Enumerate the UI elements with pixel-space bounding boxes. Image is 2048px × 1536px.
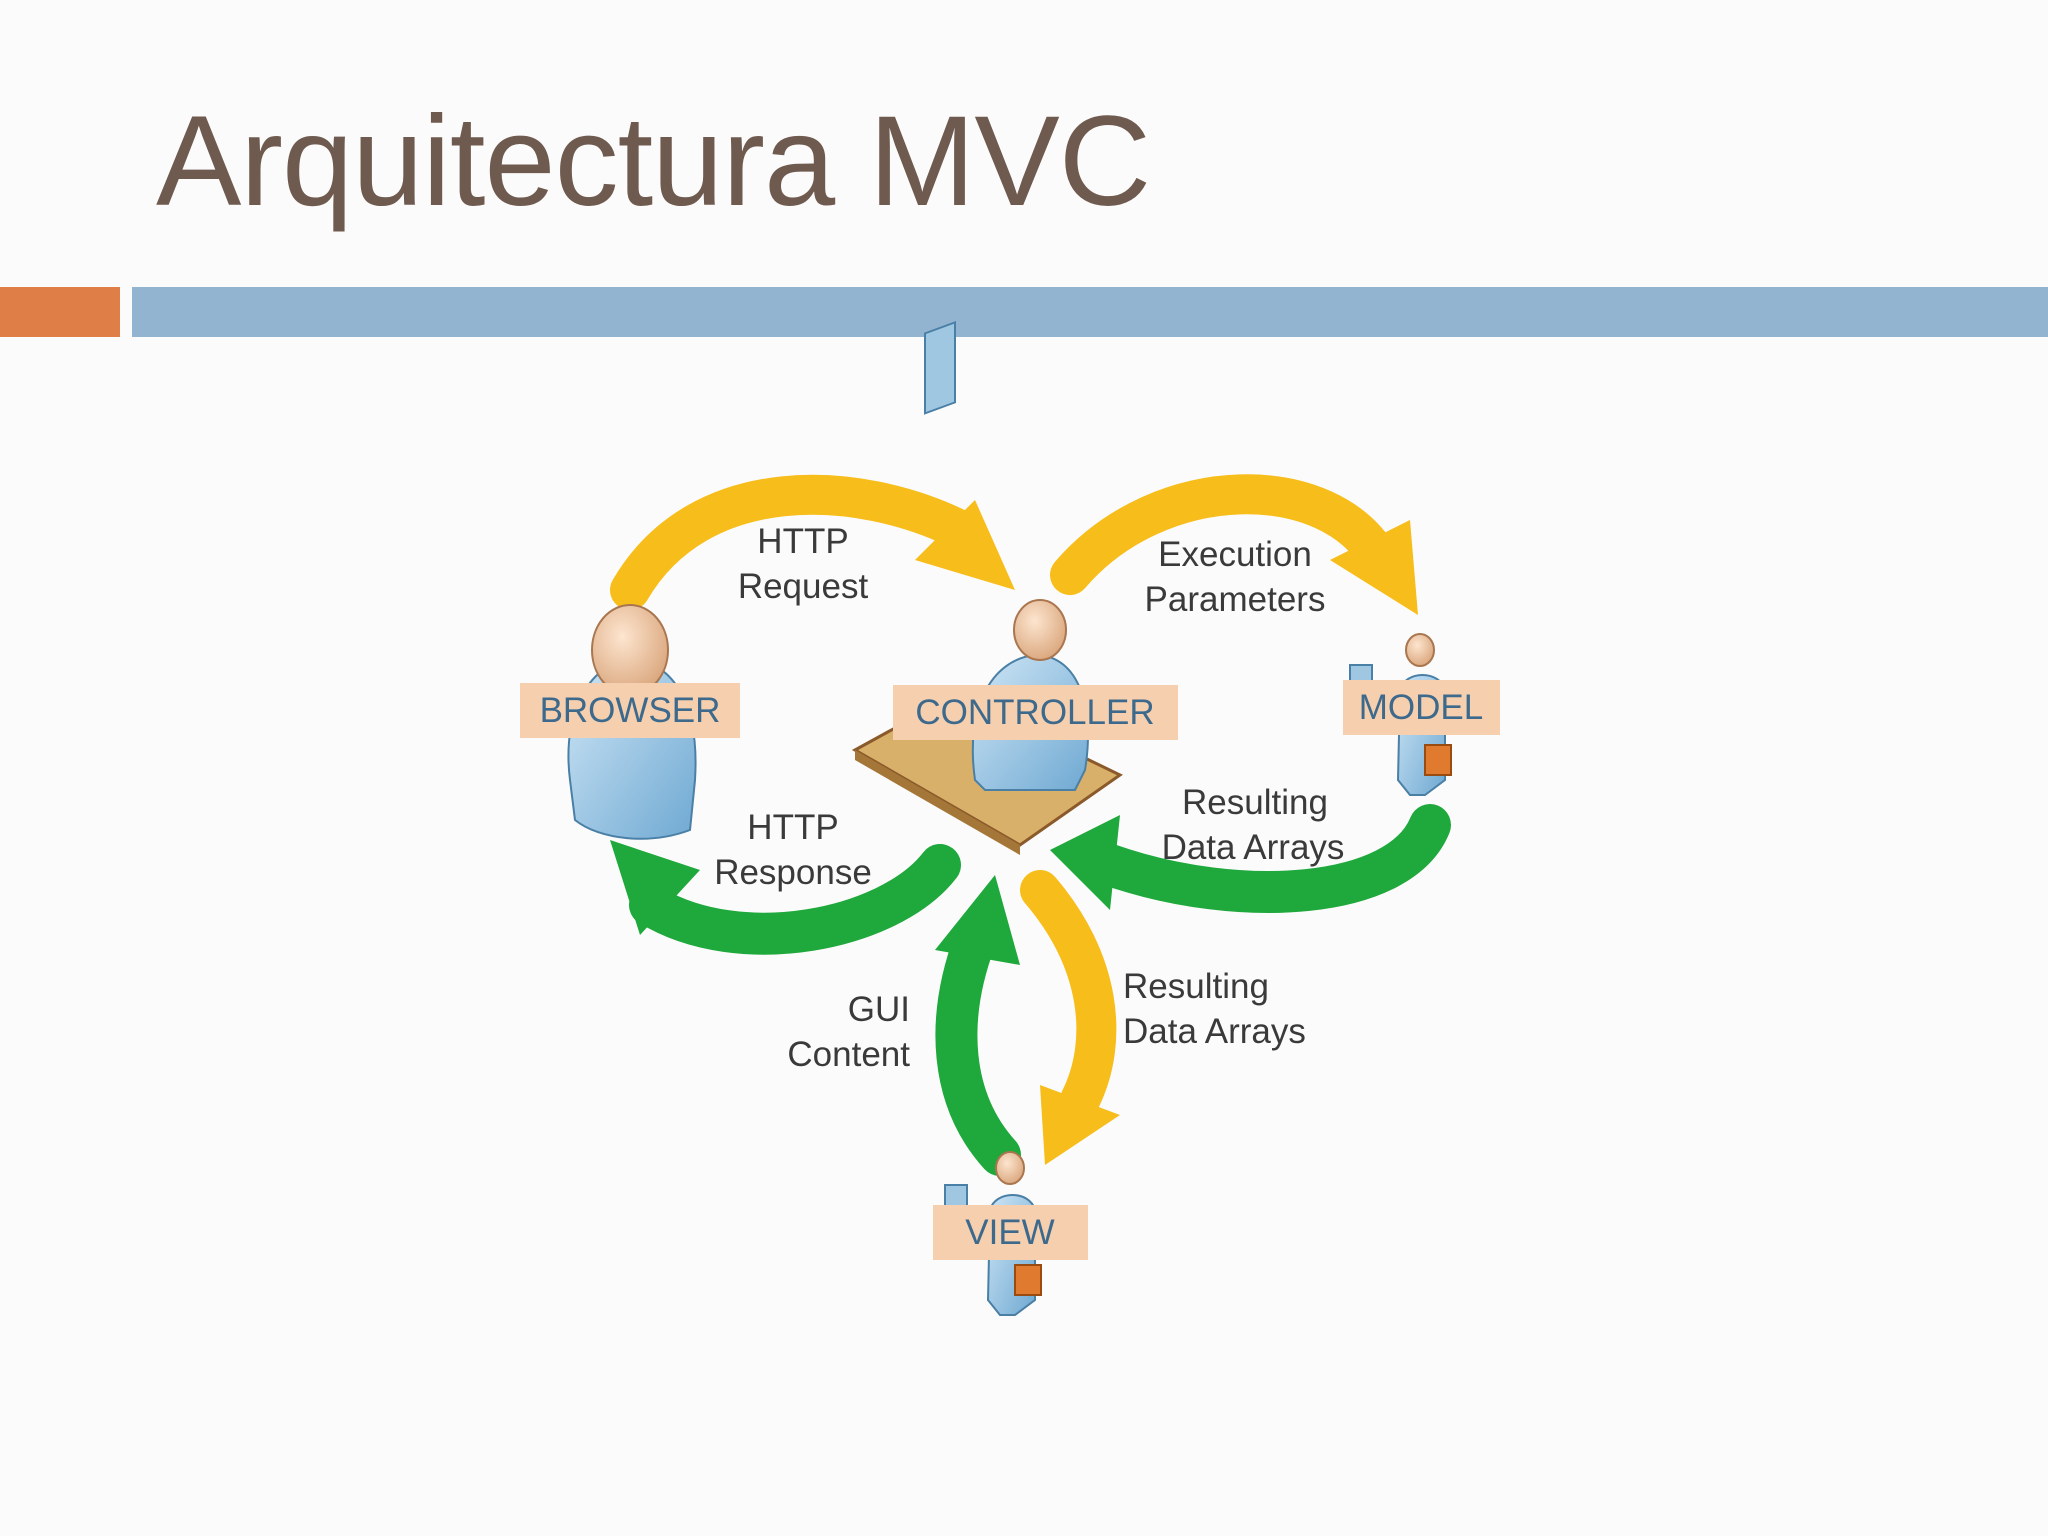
http-request-label-line2: Request [738, 567, 869, 606]
model-label-box [1343, 680, 1500, 735]
resulting-data-model-label: Resulting Data Arrays [1162, 783, 1345, 867]
resulting-data-view-label: Resulting Data Arrays [1123, 967, 1306, 1051]
arrow-http-request [610, 474, 1015, 610]
arrow-execution-parameters [1050, 474, 1418, 615]
view-label: VIEW [965, 1213, 1054, 1252]
resulting-data-model-label-line1: Resulting [1182, 783, 1328, 822]
execution-parameters-label: Execution Parameters [1145, 535, 1326, 619]
slide-title: Arquitectura MVC [156, 90, 1151, 233]
browser-node: BROWSER [520, 683, 740, 738]
http-response-label: HTTP Response [714, 808, 872, 892]
arrow-gui-content [935, 875, 1021, 1176]
browser-label-box [520, 683, 740, 738]
controller-label-box [893, 685, 1178, 740]
title-divider-bar [132, 287, 2048, 337]
controller-label: CONTROLLER [915, 693, 1154, 732]
execution-parameters-label-line2: Parameters [1145, 580, 1326, 619]
view-label-box [933, 1205, 1088, 1260]
view-node: VIEW [933, 1205, 1088, 1260]
resulting-data-model-label-line2: Data Arrays [1162, 828, 1345, 867]
browser-label: BROWSER [540, 691, 721, 730]
http-request-label-line1: HTTP [757, 522, 848, 561]
controller-node: CONTROLLER [893, 685, 1178, 740]
gui-content-label-line1: GUI [848, 990, 910, 1029]
resulting-data-view-label-line1: Resulting [1123, 967, 1269, 1006]
http-response-label-line1: HTTP [747, 808, 838, 847]
title-accent-bar [0, 287, 120, 337]
model-node: MODEL [1343, 680, 1500, 735]
execution-parameters-label-line1: Execution [1158, 535, 1312, 574]
arrow-resulting-data-to-view [1020, 870, 1120, 1165]
arrow-http-response [610, 840, 961, 955]
http-response-label-line2: Response [714, 853, 872, 892]
http-request-label: HTTP Request [738, 522, 869, 606]
gui-content-label-line2: Content [787, 1035, 910, 1074]
model-label: MODEL [1359, 688, 1483, 727]
arrow-resulting-data-from-model [1050, 804, 1451, 913]
resulting-data-view-label-line2: Data Arrays [1123, 1012, 1306, 1051]
gui-content-label: GUI Content [787, 990, 910, 1074]
